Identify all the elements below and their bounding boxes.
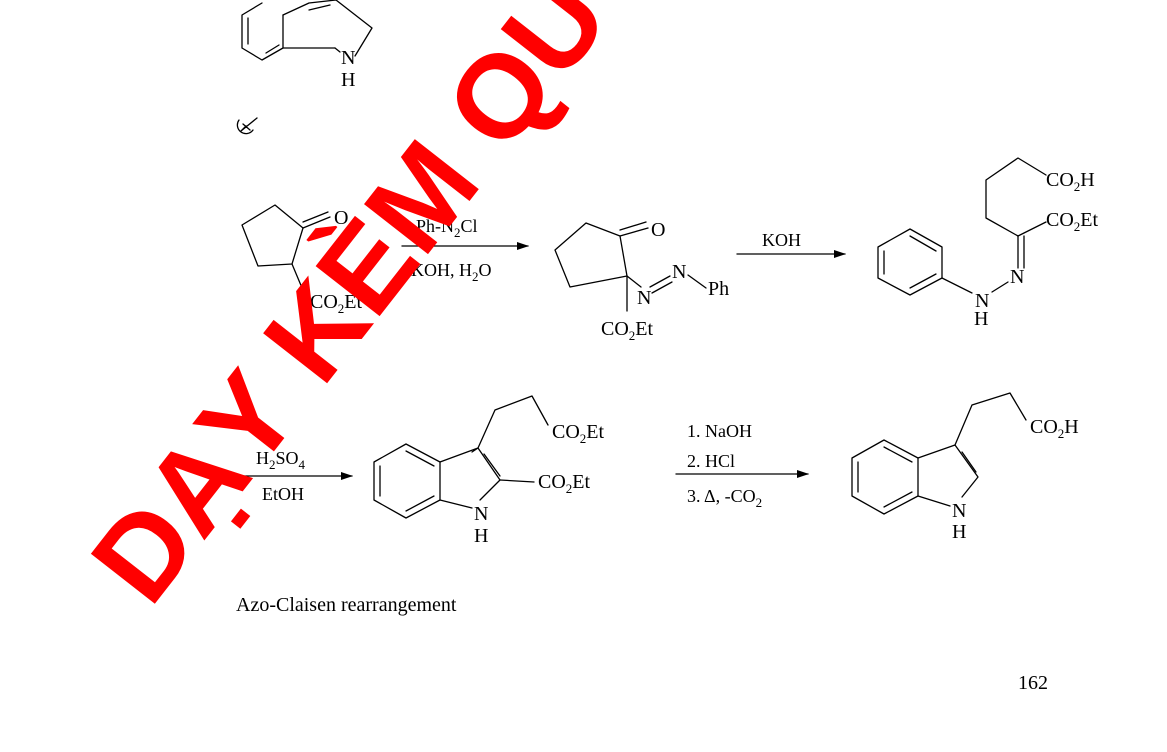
ester-label-2: CO2Et	[601, 318, 654, 343]
arrow-2: KOH	[736, 230, 846, 258]
nh-label: N	[341, 47, 355, 69]
hydrazone-h-label: H	[974, 308, 988, 330]
indole-h-label-2: H	[952, 521, 966, 543]
reagent-1-top: Ph-N2Cl	[416, 216, 478, 240]
hydrazone-nh-label: N	[975, 290, 989, 312]
ketone-o-label-2: O	[651, 219, 665, 241]
hydrazone: N H N CO2H CO2Et	[877, 157, 1099, 330]
watermark: DẠY KÈM QUY	[66, 0, 681, 626]
reagent-4-line3: 3. Δ, -CO2	[687, 486, 762, 510]
reagent-2-top: KOH	[762, 230, 801, 250]
pencil-icon	[236, 117, 258, 135]
ester-label-4: CO2Et	[552, 421, 605, 446]
indole-diester: CO2Et CO2Et N H	[373, 395, 605, 547]
arrow-4: 1. NaOH 2. HCl 3. Δ, -CO2	[675, 421, 809, 510]
acid-label-1: CO2H	[1046, 169, 1095, 194]
indole-n-label: N	[474, 503, 488, 525]
ketoester: O CO2Et	[241, 204, 363, 316]
ketone-o-label: O	[334, 207, 348, 229]
reagent-3-bottom: EtOH	[262, 484, 304, 504]
azo-n-a-label: N	[637, 287, 651, 309]
indole-top: N H	[241, 0, 373, 91]
indole-h-label: H	[474, 525, 488, 547]
azo-n-b-label: N	[672, 261, 686, 283]
phenyl-label: Ph	[708, 278, 729, 300]
page-number: 162	[1018, 672, 1048, 694]
indole-propanoic-acid: CO2H N H	[851, 392, 1079, 543]
arrow-1: Ph-N2Cl KOH, H2O	[401, 216, 529, 284]
watermark-text: DẠY KÈM QUY	[66, 0, 681, 626]
ester-label-1: CO2Et	[310, 291, 363, 316]
acid-label-2: CO2H	[1030, 416, 1079, 441]
h-label: H	[341, 69, 355, 91]
ester-label-3: CO2Et	[1046, 209, 1099, 234]
arrow-3: H2SO4 EtOH	[239, 448, 353, 504]
reagent-4-line2: 2. HCl	[687, 451, 735, 471]
azo-ketoester: O N N Ph CO2Et	[554, 219, 729, 343]
reagent-4-line1: 1. NaOH	[687, 421, 752, 441]
indole-nh-label-2: N	[952, 500, 966, 522]
hydrazone-n-label: N	[1010, 266, 1024, 288]
caption: Azo-Claisen rearrangement	[236, 594, 457, 616]
ester-label-5: CO2Et	[538, 471, 591, 496]
reagent-1-bottom: KOH, H2O	[411, 260, 492, 284]
reagent-3-top: H2SO4	[256, 448, 306, 472]
